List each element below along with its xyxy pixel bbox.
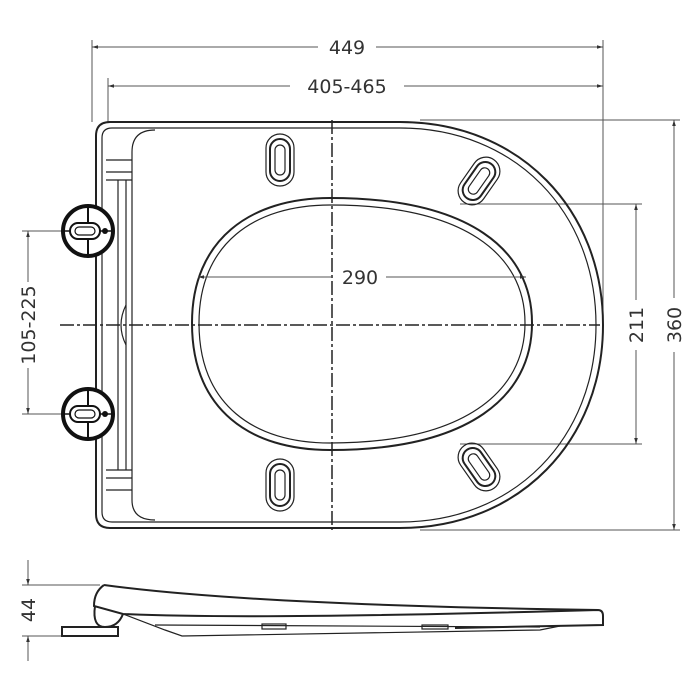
seat-opening-outer [190, 196, 534, 452]
dim-label-449: 449 [329, 37, 365, 59]
hinge-bottom [61, 387, 115, 441]
dim-label-44: 44 [18, 598, 40, 622]
cover-edge [131, 129, 156, 521]
dim-label-405-465: 405-465 [307, 76, 386, 98]
dimension-opening-width: 290 [198, 267, 526, 289]
seat-outer-edge [95, 121, 605, 529]
hinge-top [61, 204, 115, 258]
seat-outer-edge-inner [101, 127, 597, 523]
seat-opening-inner [198, 204, 526, 444]
dimension-overall-depth: 360 [664, 120, 686, 530]
hinge-base-plate [61, 626, 119, 637]
dim-label-290: 290 [342, 267, 378, 289]
dimension-hinge-spacing: 105-225 [18, 231, 40, 414]
seat-profile-bottom [122, 613, 561, 637]
dimension-overall-width: 449 [92, 37, 603, 59]
dimension-fixing-width: 405-465 [108, 76, 603, 98]
bumper-top-left [265, 133, 295, 187]
dim-label-211: 211 [626, 307, 648, 343]
seat-profile-top [92, 584, 604, 629]
side-view: 44 [18, 560, 604, 661]
hinge-barrel [93, 605, 124, 629]
dim-label-360: 360 [664, 307, 686, 343]
extension-lines [22, 40, 680, 531]
bumper-bottom-left [265, 458, 295, 512]
top-view: 449 405-465 290 211 360 [18, 37, 686, 531]
bumper-top-right [457, 156, 501, 206]
dimension-opening-depth: 211 [626, 204, 648, 444]
dim-label-105-225: 105-225 [18, 285, 40, 364]
dimension-height: 44 [18, 560, 40, 661]
bumper-bottom-right [457, 442, 501, 492]
